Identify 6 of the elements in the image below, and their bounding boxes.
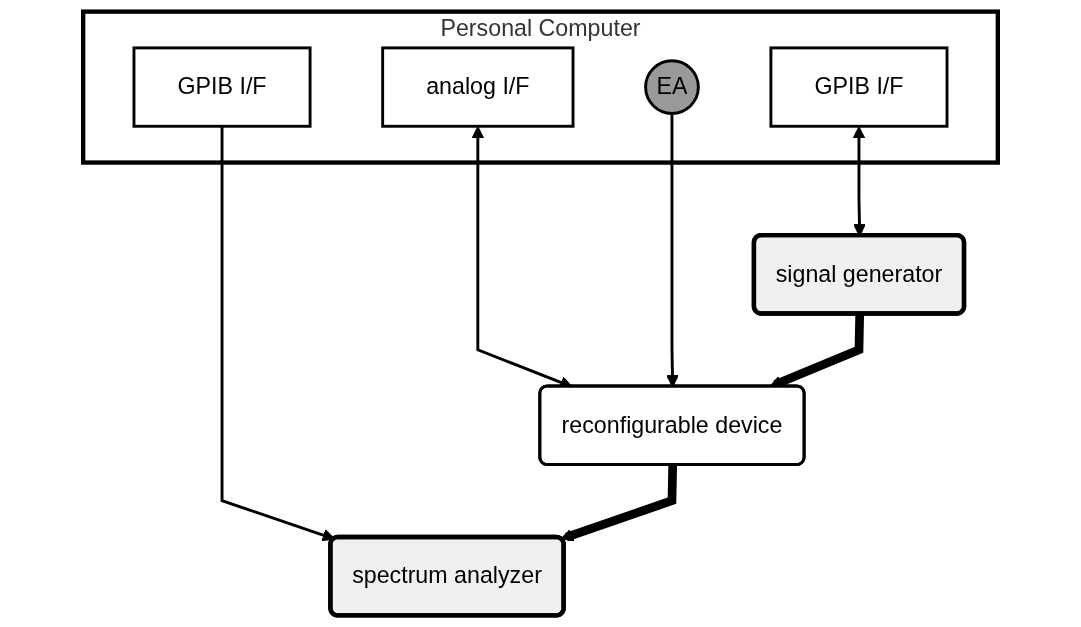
node-box: GPIB I/F [132, 46, 312, 128]
node-box: GPIB I/F [769, 46, 949, 128]
node-box: analog I/F [381, 46, 575, 128]
arrow [560, 465, 678, 542]
node-circle: EA [644, 59, 700, 115]
arrow [220, 126, 335, 542]
